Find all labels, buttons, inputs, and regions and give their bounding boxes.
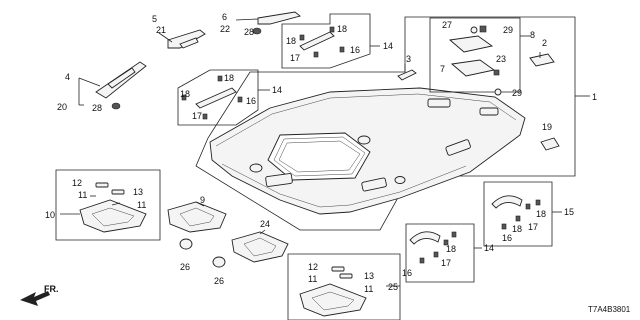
headliner-group-outline xyxy=(195,16,576,231)
callout-28a: 28 xyxy=(244,27,254,37)
callout-17d: 17 xyxy=(441,258,451,268)
front-direction-arrow: FR. xyxy=(20,284,59,306)
callout-25: 25 xyxy=(388,282,398,292)
callout-17c: 17 xyxy=(528,222,538,232)
callout-16a: 16 xyxy=(350,45,360,55)
callout-11c: 11 xyxy=(308,274,317,284)
callout-18a: 18 xyxy=(286,36,296,46)
callout-16c: 16 xyxy=(502,233,512,243)
grab-handle-assy-top xyxy=(281,13,371,69)
callout-13b: 13 xyxy=(364,271,374,281)
callout-10: 10 xyxy=(45,210,55,220)
callout-9: 9 xyxy=(200,195,205,205)
leader-lines xyxy=(60,35,590,287)
direction-label: FR. xyxy=(44,284,59,294)
callout-6: 6 xyxy=(222,12,227,22)
roof-rail-clip xyxy=(235,11,301,35)
sun-visor-9 xyxy=(167,201,227,268)
callout-18e: 18 xyxy=(536,209,546,219)
callout-16b: 16 xyxy=(246,96,256,106)
callout-28b: 28 xyxy=(92,103,102,113)
sun-visor-24 xyxy=(231,231,289,263)
callout-17b: 17 xyxy=(192,111,202,121)
callout-3: 3 xyxy=(406,54,411,64)
grab-handle-assy-mid xyxy=(177,69,259,126)
callout-18f: 18 xyxy=(512,224,522,234)
callout-1: 1 xyxy=(592,92,597,102)
callout-18b: 18 xyxy=(337,24,347,34)
callout-11b: 11 xyxy=(137,200,146,210)
grab-handle-assy-right xyxy=(483,181,553,247)
callout-2: 2 xyxy=(542,38,547,48)
callout-12a: 12 xyxy=(72,178,82,188)
callout-13a: 13 xyxy=(133,187,143,197)
callout-18d: 18 xyxy=(180,89,190,99)
map-light-assy xyxy=(429,17,521,96)
clip-19 xyxy=(540,137,560,151)
callout-21: 21 xyxy=(156,25,166,35)
callout-12b: 12 xyxy=(308,262,318,272)
sun-visor-left-assy xyxy=(55,169,161,241)
callout-16d: 16 xyxy=(402,268,412,278)
callout-15: 15 xyxy=(564,207,574,217)
callout-11d: 11 xyxy=(364,284,373,294)
callout-24: 24 xyxy=(260,219,270,229)
sunroof-opening xyxy=(267,132,371,181)
callout-22: 22 xyxy=(220,24,230,34)
small-garnish xyxy=(397,69,417,81)
callout-8: 8 xyxy=(530,30,535,40)
callout-14a: 14 xyxy=(383,41,393,51)
callout-14b: 14 xyxy=(272,85,282,95)
callout-20: 20 xyxy=(57,102,67,112)
callout-26a: 26 xyxy=(180,262,190,272)
diagram-code: T7A4B3801 xyxy=(588,305,631,314)
headliner xyxy=(209,87,526,215)
callout-17a: 17 xyxy=(290,53,300,63)
callout-19: 19 xyxy=(542,122,552,132)
sun-visor-right-assy xyxy=(287,253,401,320)
callout-labels: 1 2 3 4 5 6 7 8 9 10 11 11 11 11 12 12 1… xyxy=(45,12,597,294)
callout-29a: 29 xyxy=(503,25,513,35)
dome-lamp xyxy=(529,53,555,67)
callout-18c: 18 xyxy=(224,73,234,83)
callout-4: 4 xyxy=(65,72,70,82)
roof-rail-upper xyxy=(158,29,206,49)
callout-7: 7 xyxy=(440,64,445,74)
callout-29b: 29 xyxy=(512,88,522,98)
callout-5: 5 xyxy=(152,14,157,24)
grab-handle-assy-bottom xyxy=(405,223,475,283)
callout-14c: 14 xyxy=(484,243,494,253)
callout-23: 23 xyxy=(496,54,506,64)
roof-rail-lower xyxy=(78,61,147,110)
callout-11a: 11 xyxy=(78,190,87,200)
callout-26b: 26 xyxy=(214,276,224,286)
callout-18g: 18 xyxy=(446,244,456,254)
callout-27: 27 xyxy=(442,20,452,30)
